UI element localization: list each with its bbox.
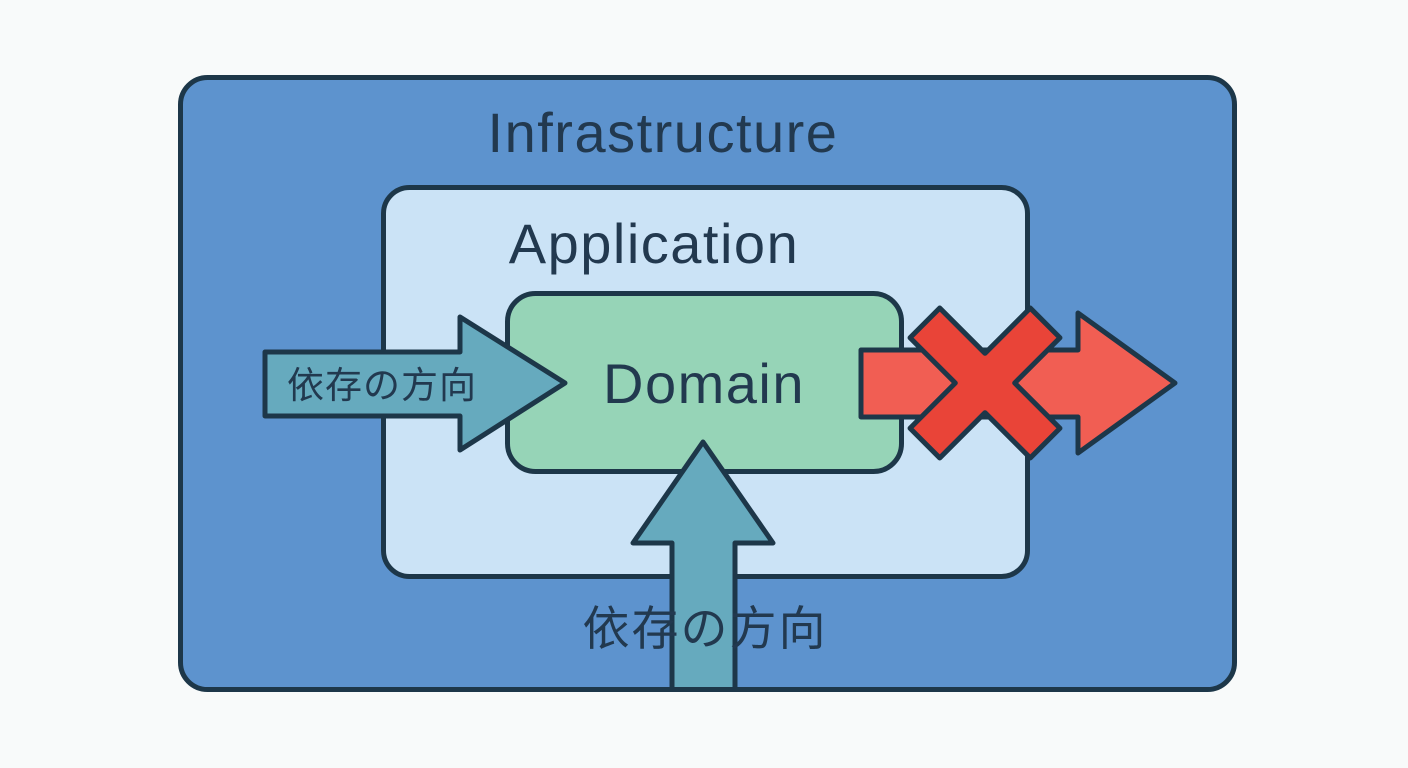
dependency-arrow-bottom-label: 依存の方向 (583, 602, 828, 655)
forbidden-cross-icon (907, 305, 1063, 461)
infrastructure-label: Infrastructure (488, 101, 839, 164)
domain-label: Domain (603, 352, 805, 415)
dependency-arrow-left (262, 314, 568, 453)
dependency-arrow-bottom (630, 439, 776, 692)
dependency-arrow-left-label: 依存の方向 (287, 365, 477, 406)
application-label: Application (509, 212, 799, 275)
